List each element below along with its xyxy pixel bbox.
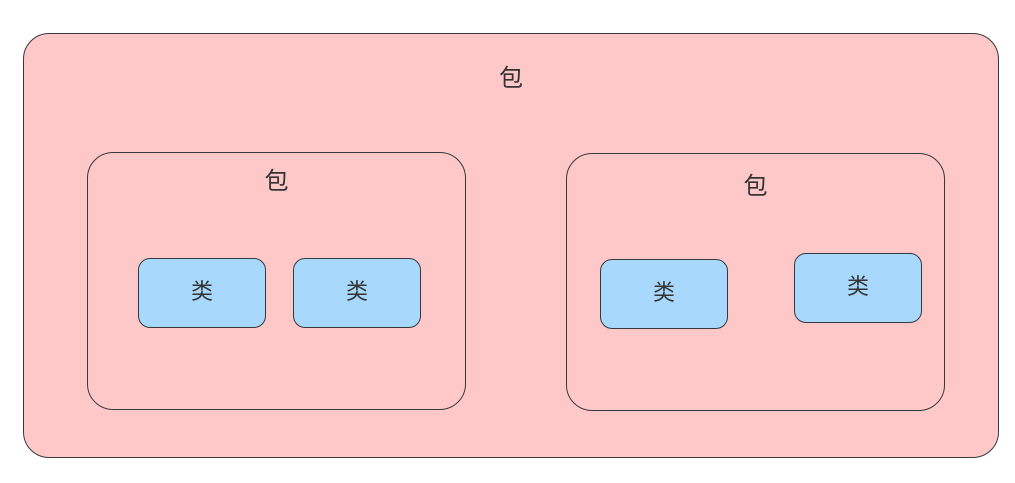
outer-package-label: 包 [499,64,523,92]
class-label: 类 [652,281,675,306]
class-box-right-2: 类 [794,253,922,323]
inner-package-left-label: 包 [264,167,289,195]
class-label: 类 [190,280,213,305]
class-box-left-2: 类 [293,258,421,328]
class-box-right-1: 类 [600,259,728,329]
class-label: 类 [345,280,368,305]
inner-package-right-label: 包 [743,172,768,200]
class-label: 类 [846,275,869,300]
class-box-left-1: 类 [138,258,266,328]
